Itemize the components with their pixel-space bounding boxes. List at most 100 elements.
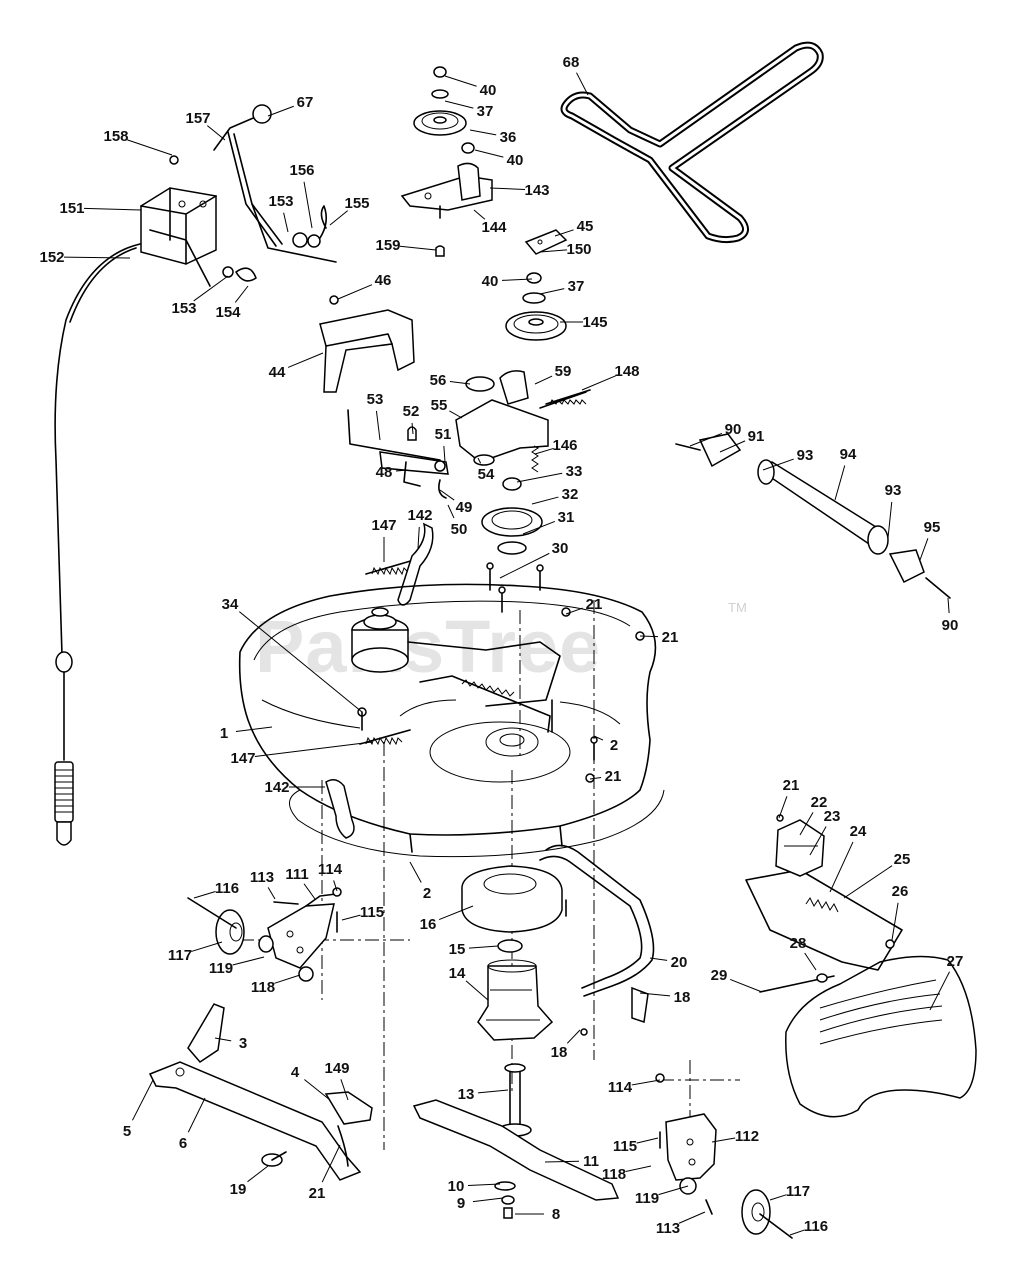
callout-158: 158 — [103, 128, 173, 156]
part-number-label: 21 — [605, 768, 622, 785]
part-number-label: 56 — [430, 372, 447, 389]
mower-blade-11 — [412, 1099, 620, 1219]
callout-147: 147 — [371, 517, 397, 562]
leader-line — [283, 212, 289, 233]
part-number-label: 14 — [449, 965, 466, 982]
callout-117: 117 — [769, 1183, 810, 1201]
leader-line — [531, 496, 559, 505]
leader-line — [321, 1144, 341, 1183]
leader-line — [678, 1211, 706, 1224]
leader-line — [534, 447, 554, 455]
leader-line — [762, 458, 794, 471]
leader-line — [639, 992, 671, 997]
part-number-label: 21 — [783, 777, 800, 794]
callout-115: 115 — [341, 904, 384, 921]
callout-2: 2 — [409, 861, 431, 902]
callout-22: 22 — [799, 794, 827, 836]
part-number-label: 68 — [563, 54, 580, 71]
part-number-label: 93 — [885, 482, 902, 499]
leader-line — [304, 1079, 331, 1101]
leader-line — [544, 1160, 580, 1163]
leader-line — [395, 469, 409, 472]
part-number-label: 25 — [894, 851, 911, 868]
leader-line — [804, 952, 817, 971]
part-number-label: 40 — [507, 152, 524, 169]
leader-line — [539, 288, 565, 295]
leader-line — [843, 865, 893, 899]
callout-23: 23 — [809, 808, 840, 856]
callout-119: 119 — [209, 956, 265, 977]
callout-21: 21 — [589, 768, 622, 785]
leader-line — [489, 187, 526, 190]
callout-112: 112 — [711, 1128, 759, 1145]
part-number-label: 21 — [662, 629, 679, 646]
callout-144: 144 — [473, 209, 507, 236]
part-number-label: 10 — [448, 1178, 465, 1195]
part-number-label: 26 — [892, 883, 909, 900]
leader-line — [341, 914, 361, 921]
watermark-text: PartsTree — [255, 605, 601, 688]
callout-118: 118 — [251, 974, 301, 996]
callout-48: 48 — [376, 464, 409, 481]
leader-line — [778, 796, 788, 819]
part-number-label: 119 — [635, 1190, 659, 1207]
part-number-label: 31 — [558, 509, 575, 526]
part-number-label: 154 — [215, 304, 241, 321]
leader-line — [439, 489, 455, 501]
part-number-label: 114 — [318, 861, 343, 878]
callout-37: 37 — [444, 100, 493, 120]
part-number-label: 30 — [552, 540, 569, 557]
part-number-label: 90 — [725, 421, 742, 438]
part-number-label: 158 — [103, 128, 128, 145]
callout-155: 155 — [329, 195, 370, 226]
part-number-label: 50 — [451, 521, 468, 538]
part-number-label: 142 — [264, 779, 289, 796]
callout-119: 119 — [635, 1185, 689, 1207]
callout-152: 152 — [39, 249, 131, 266]
deflector-roller-94 — [675, 433, 951, 599]
part-number-label: 91 — [748, 428, 765, 445]
part-number-label: 18 — [551, 1044, 568, 1061]
part-number-label: 13 — [458, 1086, 475, 1103]
leader-line — [63, 256, 131, 259]
discharge-chute-27 — [745, 814, 977, 1118]
control-rod-53 — [347, 409, 449, 499]
leader-line — [554, 229, 574, 237]
part-number-label: 49 — [456, 499, 473, 516]
callout-50: 50 — [447, 504, 468, 538]
idler-pulley-36 — [413, 66, 475, 154]
leader-line — [443, 445, 446, 463]
leader-line — [516, 472, 563, 483]
callout-27: 27 — [929, 953, 963, 1011]
control-cable-152 — [54, 243, 141, 846]
callout-148: 148 — [581, 363, 640, 391]
leader-line — [565, 607, 583, 615]
callout-157: 157 — [185, 110, 226, 141]
leader-line — [887, 501, 893, 539]
callout-153: 153 — [171, 275, 229, 317]
callout-14: 14 — [449, 965, 489, 1001]
part-number-label: 159 — [375, 237, 400, 254]
callout-21: 21 — [309, 1144, 341, 1202]
callout-29: 29 — [711, 967, 763, 993]
part-number-label: 18 — [674, 989, 691, 1006]
part-number-label: 90 — [942, 617, 959, 634]
part-number-label: 118 — [602, 1166, 626, 1183]
part-number-label: 52 — [403, 403, 420, 420]
part-number-label: 48 — [376, 464, 393, 481]
part-number-label: 143 — [524, 182, 549, 199]
callout-18: 18 — [551, 1029, 581, 1061]
part-number-label: 113 — [656, 1220, 680, 1237]
leader-line — [711, 1137, 736, 1143]
callout-118: 118 — [602, 1165, 652, 1183]
leader-line — [303, 883, 316, 900]
part-number-label: 115 — [360, 904, 384, 921]
callout-37: 37 — [539, 278, 584, 295]
part-number-label: 142 — [407, 507, 432, 524]
callout-21: 21 — [639, 629, 679, 646]
leader-line — [658, 1185, 689, 1196]
leader-line — [501, 278, 533, 281]
belt-68 — [560, 41, 824, 244]
part-number-label: 112 — [735, 1128, 759, 1145]
